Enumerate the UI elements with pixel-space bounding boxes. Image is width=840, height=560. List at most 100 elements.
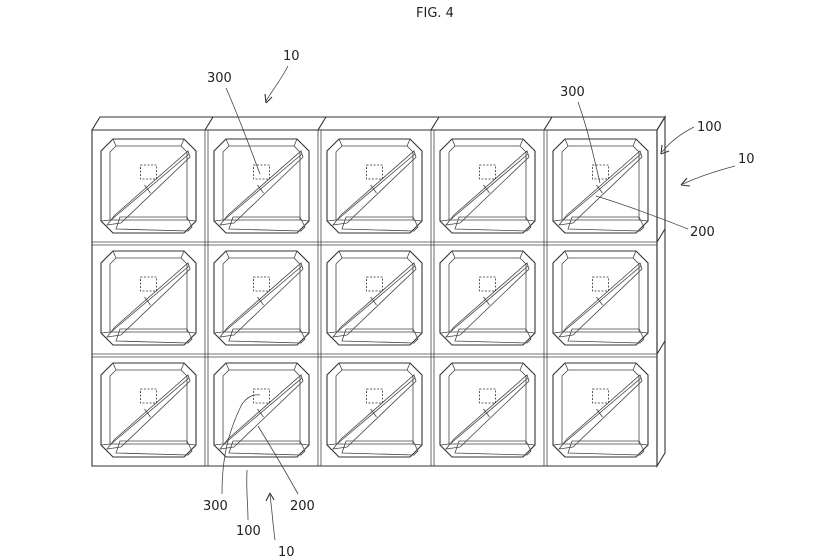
cell-ledge [567, 440, 645, 456]
ref-300-top-right: 300 [560, 85, 585, 100]
cell-ledge [115, 216, 193, 232]
cell-bevel-line [552, 331, 563, 334]
cell-bevel-line [213, 331, 224, 334]
cell-bevel-line [293, 138, 298, 147]
cell-reflector-segment [596, 184, 603, 194]
arrowhead-10-top [264, 93, 273, 104]
cell-bevel-line [100, 331, 111, 334]
cell-reflector-ridge [110, 265, 190, 333]
cell-opening [552, 362, 649, 458]
cell-bevel-line [112, 138, 117, 147]
cell-bevel-line [564, 138, 569, 147]
leader-10-bottom [269, 494, 276, 541]
ref-200-right: 200 [690, 225, 715, 240]
cell-opening [326, 250, 423, 346]
cell-reflector-segment [370, 184, 377, 194]
cell-opening [439, 250, 536, 346]
cell-reflector-ridge [562, 377, 642, 445]
leader-200-right [595, 195, 689, 230]
cell-opening [439, 138, 536, 234]
cell-bevel-line [112, 250, 117, 259]
cell-reflector-segment [370, 296, 377, 306]
cell-ledge [341, 216, 419, 232]
cell-bevel-line [225, 250, 230, 259]
cell-bevel-line [293, 362, 298, 371]
top-joint-line [430, 116, 440, 131]
cell-bevel-line [439, 443, 450, 446]
cell-bevel-line [180, 362, 185, 371]
cell-opening [552, 250, 649, 346]
cell-bevel-line [326, 219, 337, 222]
cell-reflector-segment [257, 408, 264, 418]
leader-300-top-left [225, 87, 261, 175]
cell-reflector-segment [144, 184, 151, 194]
cell-reflector-segment [257, 184, 264, 194]
side-joint-line [656, 228, 666, 243]
cell-reflector-ridge [562, 153, 642, 221]
arrowhead-100-right [660, 144, 670, 155]
cell-bevel-line [564, 362, 569, 371]
cell-bevel-line [326, 443, 337, 446]
arrowhead-10-bottom [265, 492, 275, 502]
cell-reflector-ridge [449, 377, 529, 445]
cell-opening [213, 362, 310, 458]
cell-reflector-segment [144, 296, 151, 306]
leader-10-right [682, 165, 736, 185]
cell-reflector-ridge [223, 153, 303, 221]
cell-reflector-ridge [223, 377, 303, 445]
cell-bevel-line [213, 443, 224, 446]
cell-bevel-line [632, 362, 637, 371]
ref-100-right: 100 [697, 120, 722, 135]
cell-ledge [341, 328, 419, 344]
cell-reflector-segment [596, 296, 603, 306]
cell-bevel-line [338, 138, 343, 147]
cell-reflector-ridge [336, 153, 416, 221]
cell-bevel-line [406, 250, 411, 259]
cell-sensor-box [366, 276, 383, 292]
arrowhead-10-right [680, 177, 691, 187]
cell-sensor-box [253, 388, 270, 404]
ref-10-right: 10 [738, 152, 755, 167]
cell-sensor-box [140, 276, 157, 292]
cell-reflector-segment [257, 296, 264, 306]
cell-sensor-box [253, 276, 270, 292]
cell-ledge [228, 328, 306, 344]
cell-ledge [454, 328, 532, 344]
cell-reflector-ridge [223, 265, 303, 333]
figure-title: FIG. 4 [416, 6, 454, 21]
cell-reflector-ridge [110, 377, 190, 445]
cell-opening [326, 138, 423, 234]
top-joint-line [543, 116, 553, 131]
cell-reflector-segment [483, 296, 490, 306]
cell-sensor-box [140, 164, 157, 180]
cell-bevel-line [552, 443, 563, 446]
cell-sensor-box [366, 388, 383, 404]
cell-sensor-box [253, 164, 270, 180]
cell-reflector-ridge [110, 153, 190, 221]
ref-10-bottom: 10 [278, 545, 295, 560]
cell-opening [326, 362, 423, 458]
cell-bevel-line [180, 250, 185, 259]
side-joint-line [656, 340, 666, 355]
cell-reflector-segment [483, 408, 490, 418]
cell-opening [552, 138, 649, 234]
cell-reflector-ridge [449, 265, 529, 333]
cell-sensor-box [592, 164, 609, 180]
cell-sensor-box [479, 164, 496, 180]
cell-bevel-line [632, 250, 637, 259]
cell-bevel-line [439, 219, 450, 222]
cell-reflector-segment [483, 184, 490, 194]
cell-bevel-line [406, 138, 411, 147]
cell-bevel-line [213, 219, 224, 222]
cell-bevel-line [293, 250, 298, 259]
cell-reflector-ridge [449, 153, 529, 221]
ref-200-bottom: 200 [290, 499, 315, 514]
leader-lines [221, 65, 736, 541]
cell-reflector-segment [144, 408, 151, 418]
cell-bevel-line [519, 362, 524, 371]
leader-100-right [661, 126, 695, 153]
cell-reflector-ridge [562, 265, 642, 333]
ref-300-top-left: 300 [207, 71, 232, 86]
top-joint-line [204, 116, 214, 131]
